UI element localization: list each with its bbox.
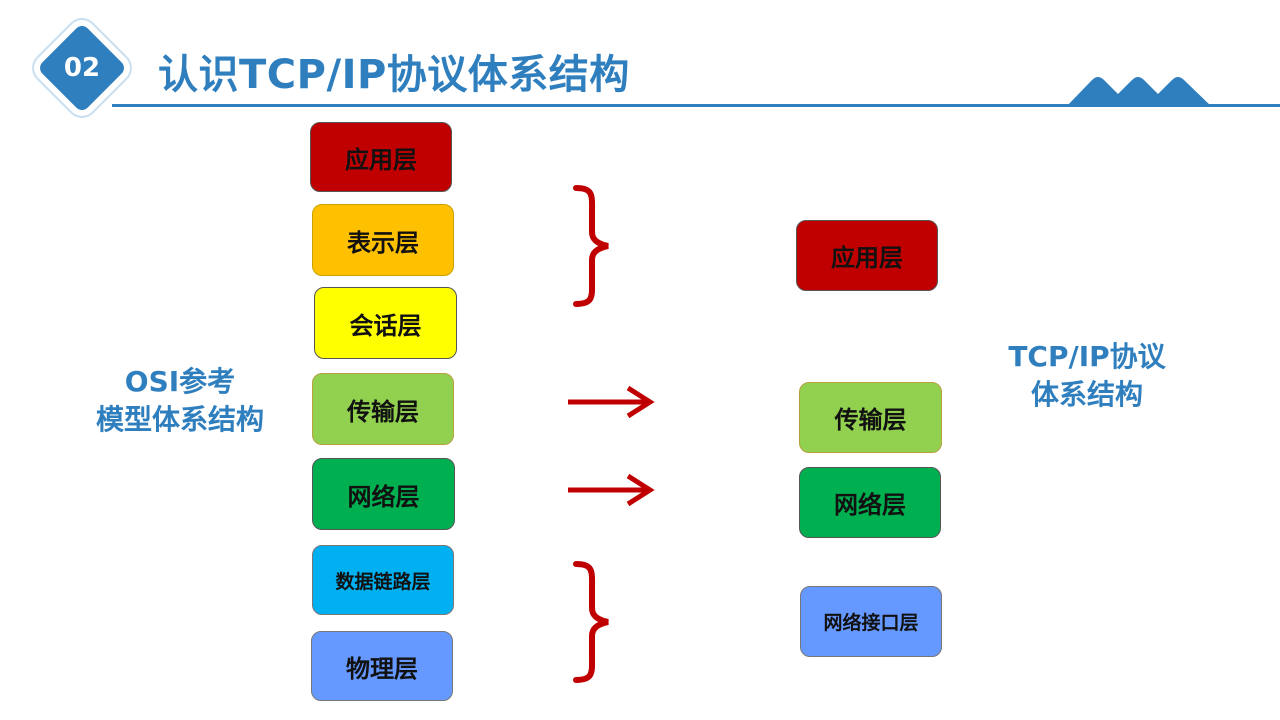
tcpip-label-line-1: TCP/IP协议 — [1008, 340, 1166, 373]
osi-layer-physical: 物理层 — [311, 631, 453, 701]
upper-brace-icon — [573, 185, 609, 307]
tcpip-layer-network-interface: 网络接口层 — [800, 586, 942, 657]
tcpip-layer-application: 应用层 — [796, 220, 938, 291]
osi-layer-data-link: 数据链路层 — [312, 545, 454, 615]
mountain-decoration-icon — [1066, 77, 1212, 107]
osi-layer-presentation: 表示层 — [312, 204, 454, 276]
lower-brace-icon — [573, 561, 609, 683]
tcpip-layer-transport: 传输层 — [799, 382, 942, 453]
osi-label-line-1: OSI参考 — [124, 365, 236, 398]
osi-label-line-2: 模型体系结构 — [95, 403, 264, 436]
tcpip-layer-network: 网络层 — [799, 467, 941, 538]
section-number: 02 — [63, 53, 101, 83]
network-arrow-icon — [568, 473, 655, 507]
header-divider — [112, 104, 1280, 107]
transport-arrow-icon — [568, 385, 655, 419]
osi-layer-session: 会话层 — [314, 287, 457, 359]
osi-layer-network: 网络层 — [312, 458, 455, 530]
page-title: 认识TCP/IP协议体系结构 — [158, 52, 630, 98]
osi-layer-application: 应用层 — [310, 122, 452, 192]
tcpip-model-label: TCP/IP协议 体系结构 — [982, 338, 1192, 414]
osi-layer-transport: 传输层 — [312, 373, 454, 445]
osi-model-label: OSI参考 模型体系结构 — [70, 363, 290, 439]
tcpip-label-line-2: 体系结构 — [1030, 378, 1143, 411]
